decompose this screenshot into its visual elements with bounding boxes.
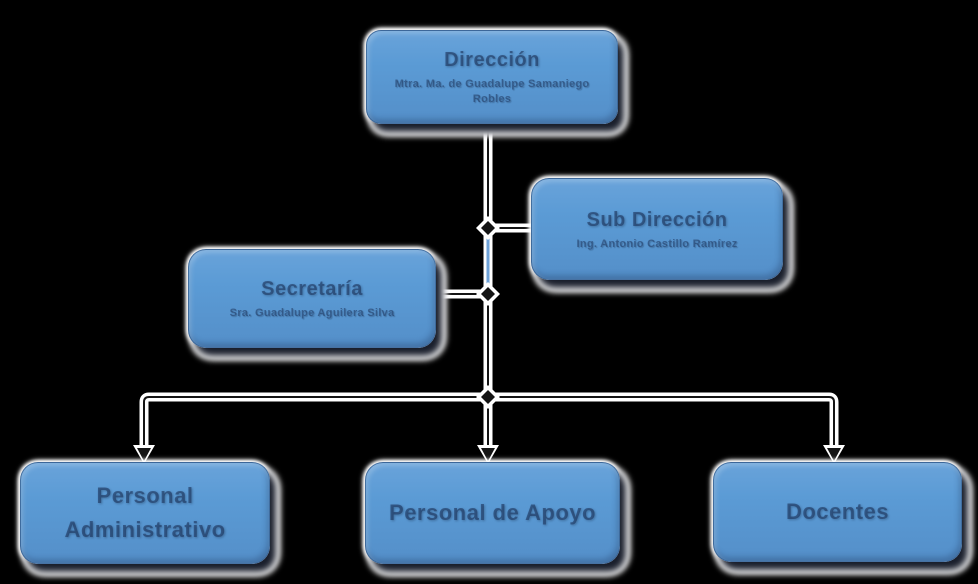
node-personal-administrativo: Personal Administrativo: [20, 462, 270, 564]
node-subtitle: Mtra. Ma. de Guadalupe Samaniego: [394, 78, 590, 90]
junction-dot: [476, 385, 500, 409]
node-subtitle: Sra. Guadalupe Aguilera Silva: [229, 307, 395, 319]
node-title: Dirección: [444, 49, 540, 71]
node-subtitle: Ing. Antonio Castillo Ramírez: [576, 237, 738, 250]
arrowhead-down-icon: [477, 445, 499, 464]
node-docentes: Docentes: [713, 462, 962, 562]
node-subdireccion: Sub Dirección Ing. Antonio Castillo Ramí…: [531, 178, 783, 280]
node-title: Personal: [96, 483, 194, 508]
junction-dot: [476, 216, 500, 240]
arrowhead-down-icon: [823, 445, 845, 464]
junction-dot: [476, 282, 500, 306]
node-title: Secretaría: [261, 278, 363, 300]
node-title-line2: Administrativo: [64, 517, 226, 542]
node-title: Sub Dirección: [586, 208, 728, 231]
node-personal-apoyo: Personal de Apoyo: [365, 462, 620, 564]
node-title: Personal de Apoyo: [389, 500, 596, 525]
node-secretaria: Secretaría Sra. Guadalupe Aguilera Silva: [188, 249, 436, 348]
node-subtitle-line2: Robles: [472, 93, 512, 105]
arrowhead-down-icon: [133, 445, 155, 464]
node-direccion: Dirección Mtra. Ma. de Guadalupe Samanie…: [366, 30, 618, 124]
node-title: Docentes: [785, 499, 890, 524]
